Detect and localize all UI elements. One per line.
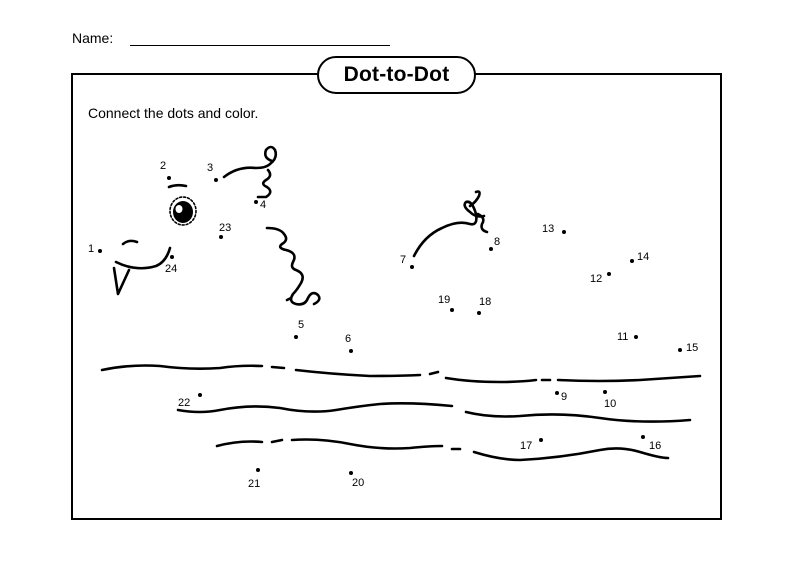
dot-label-11: 11 (617, 331, 629, 343)
dot-15 (678, 348, 682, 352)
dot-18 (477, 311, 481, 315)
dot-label-14: 14 (637, 251, 650, 263)
dot-10 (603, 390, 607, 394)
dot-11 (634, 335, 638, 339)
dot-label-13: 13 (542, 223, 555, 235)
dot-14 (630, 259, 634, 263)
dot-label-24: 24 (165, 263, 178, 275)
dot-16 (641, 435, 645, 439)
dot-label-8: 8 (494, 236, 501, 248)
dot-label-23: 23 (219, 222, 232, 234)
dot-19 (450, 308, 454, 312)
dot-label-2: 2 (160, 160, 167, 172)
dot-8 (489, 247, 493, 251)
dot-label-17: 17 (520, 440, 533, 452)
worksheet-title: Dot-to-Dot (317, 56, 476, 94)
dot-label-12: 12 (590, 273, 603, 285)
dot-4 (254, 200, 258, 204)
dot-label-21: 21 (248, 478, 261, 490)
dot-label-16: 16 (649, 440, 662, 452)
dot-5 (294, 335, 298, 339)
dot-1 (98, 249, 102, 253)
dot-label-1: 1 (88, 243, 95, 255)
dot-22 (198, 393, 202, 397)
chin-stroke (112, 266, 131, 296)
head-curl-stroke (222, 145, 278, 199)
dot-label-20: 20 (352, 477, 365, 489)
dot-7 (410, 265, 414, 269)
hump-stroke (412, 190, 489, 258)
dot-3 (214, 178, 218, 182)
mane-stroke (265, 226, 321, 306)
water-line-2 (176, 402, 692, 423)
mouth-stroke (114, 246, 172, 270)
eye-icon (169, 196, 197, 226)
dot-6 (349, 349, 353, 353)
dot-20 (349, 471, 353, 475)
dot-12 (607, 272, 611, 276)
dot-label-18: 18 (479, 296, 492, 308)
dot-21 (256, 468, 260, 472)
dot-label-7: 7 (400, 254, 407, 266)
dot-24 (170, 255, 174, 259)
dot-label-15: 15 (686, 342, 699, 354)
dot-13 (562, 230, 566, 234)
eyebrow-stroke (167, 183, 188, 189)
water-line-1 (100, 364, 702, 384)
dot-label-19: 19 (438, 294, 451, 306)
dot-label-22: 22 (178, 397, 191, 409)
dot-17 (539, 438, 543, 442)
dot-23 (219, 235, 223, 239)
dot-label-4: 4 (260, 199, 267, 211)
nostril-stroke (121, 239, 139, 246)
dot-label-9: 9 (561, 391, 568, 403)
instruction-text: Connect the dots and color. (88, 105, 259, 121)
name-label: Name: (72, 30, 114, 46)
name-entry-line[interactable] (130, 45, 390, 46)
dot-label-6: 6 (345, 333, 352, 345)
dot-9 (555, 391, 559, 395)
dot-label-3: 3 (207, 162, 214, 174)
dot-label-5: 5 (298, 319, 305, 331)
dot-2 (167, 176, 171, 180)
water-line-3 (215, 438, 670, 462)
dot-label-10: 10 (604, 398, 617, 410)
